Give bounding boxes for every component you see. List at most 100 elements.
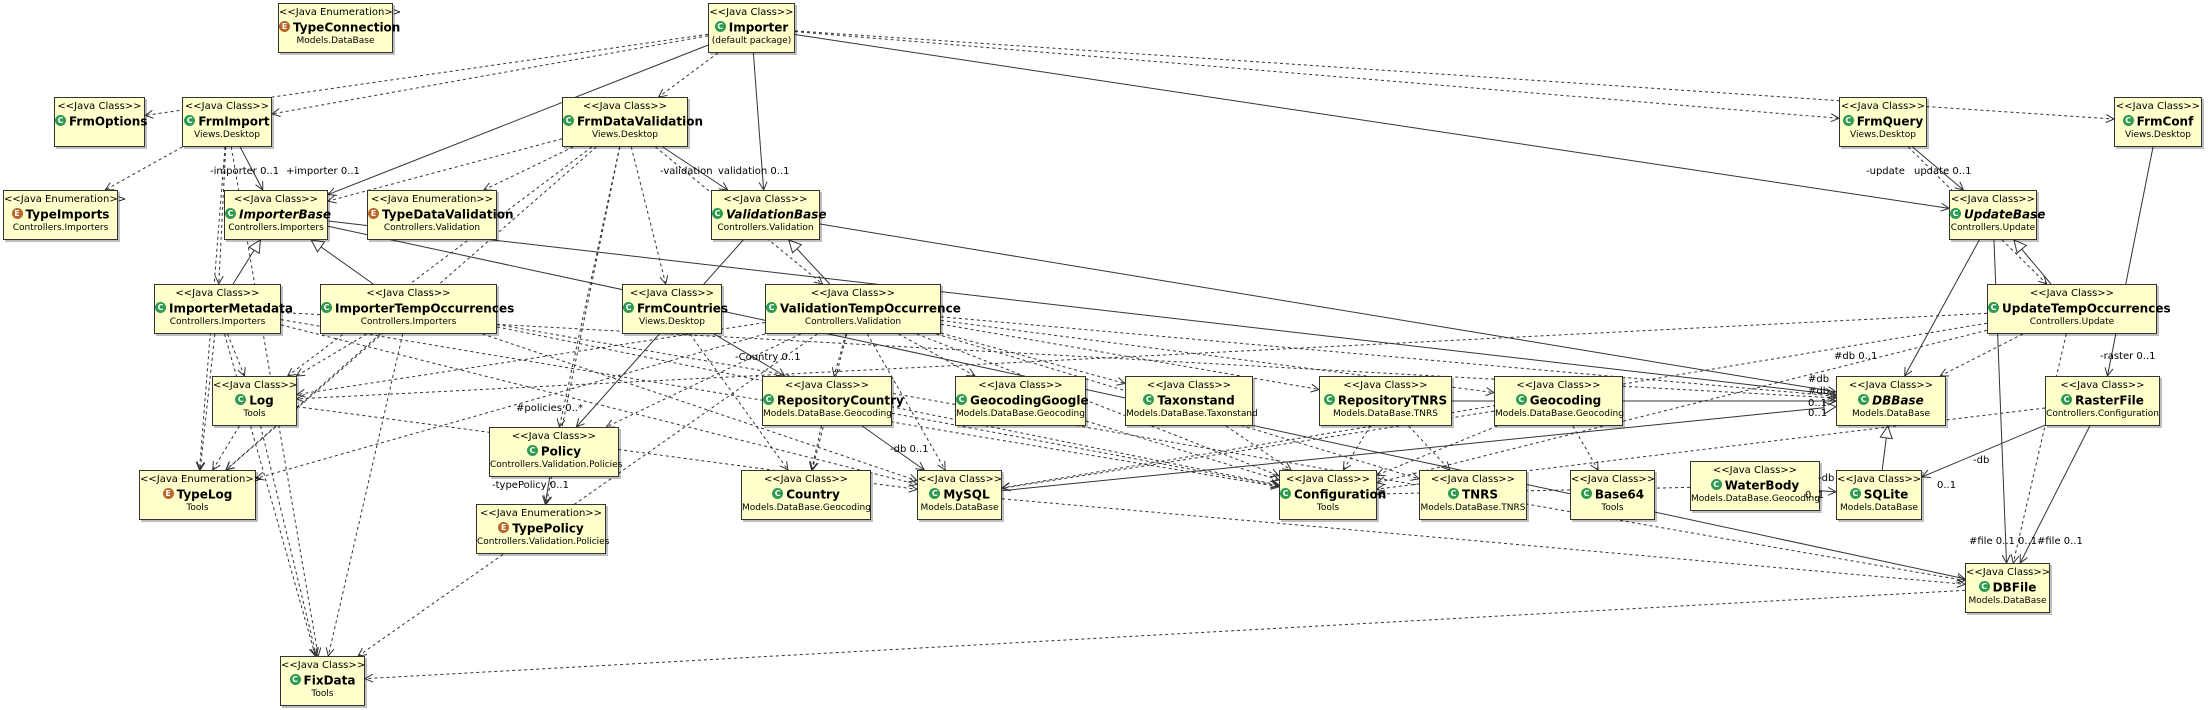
association-line — [861, 425, 924, 470]
stereotype-label: <<Java Class>> — [2115, 101, 2201, 112]
dependency-line — [1343, 425, 1371, 470]
stereotype-label: <<Java Class>> — [1712, 465, 1798, 476]
package-label: Controllers.Validation — [804, 316, 902, 327]
dependency-line — [1940, 333, 2024, 376]
class-name: FrmImport — [198, 114, 270, 129]
enum-icon: E — [11, 208, 23, 219]
dependency-line — [482, 333, 917, 481]
stereotype-label: <<Java Class>> — [1430, 474, 1516, 485]
package-label: Models.DataBase — [1968, 595, 2047, 606]
edge-label-file-left: #file 0..1 0..1 — [1969, 536, 2038, 547]
package-label: Controllers.Importers — [360, 316, 457, 327]
association-line — [2020, 425, 2091, 563]
class-icon: C — [2122, 115, 2134, 126]
class-name: ImporterTempOccurrences — [335, 301, 515, 316]
dependency-line — [296, 333, 367, 376]
dependency-line — [546, 146, 621, 504]
class-icon: C — [289, 674, 301, 685]
enum-icon: E — [498, 522, 510, 533]
association-line — [819, 223, 1836, 392]
association-line — [1922, 424, 2046, 477]
class-name: RasterFile — [2075, 393, 2144, 408]
class-icon: C — [956, 394, 967, 405]
edge-label-db-cluster: #db — [1808, 374, 1830, 385]
association-line — [328, 44, 709, 194]
dependency-line — [1225, 425, 1291, 470]
package-label: Models.DataBase — [1840, 502, 1918, 513]
class-name: UpdateBase — [1964, 207, 2046, 222]
class-icon: C — [225, 208, 236, 219]
class-name: DBFile — [1992, 580, 2037, 595]
edge-label-db-cluster-m: 0..1 — [1808, 398, 1828, 409]
stereotype-label: <<Java Class>> — [1571, 474, 1656, 485]
edge-label-file-right: #file 0..1 — [2037, 536, 2083, 547]
edge-label-frmdv-validation: -validation — [660, 166, 713, 177]
class-name: ValidationTempOccurrence — [780, 301, 961, 316]
stereotype-label: <<Java Class>> — [1516, 380, 1601, 391]
association-line — [662, 146, 728, 190]
class-name: ImporterBase — [239, 207, 332, 222]
class-name: RepositoryCountry — [777, 393, 904, 408]
edge-label-repocountry-db: -db 0..1 — [890, 444, 929, 455]
package-label: Controllers.Update — [2029, 316, 2115, 327]
class-icon: C — [714, 21, 726, 32]
package-label: Tools — [1601, 502, 1624, 513]
package-label: Models.DataBase.Taxonstand — [1126, 408, 1258, 419]
generalization-line — [2014, 240, 2052, 285]
class-name: UpdateTempOccurrences — [2002, 301, 2171, 316]
stereotype-label: <<Java Class>> — [1848, 380, 1934, 391]
class-name: TypePolicy — [512, 521, 584, 536]
class-name: Country — [786, 487, 840, 502]
generalization-line — [311, 240, 374, 285]
package-label: Models.DataBase.Geocoding — [1495, 408, 1624, 419]
association-line — [1905, 239, 1980, 376]
class-icon: C — [184, 115, 196, 126]
